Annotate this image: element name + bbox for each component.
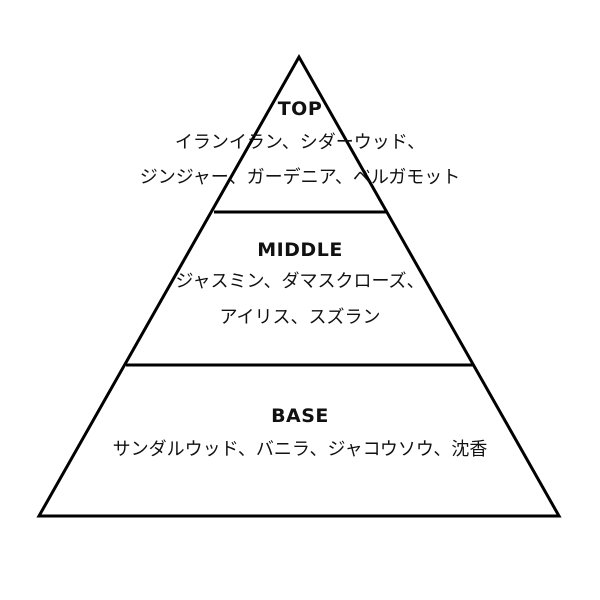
tier-top-notes-line-2: ジンジャー、ガーデニア、ベルガモット [139,167,461,188]
tier-middle-notes-line-1: ジャスミン、ダマスクローズ、 [175,271,425,292]
tier-base-title: BASE [271,405,329,427]
pyramid-outline [36,53,562,518]
tier-middle-notes-line-2: アイリス、スズラン [219,307,381,328]
tier-base-notes-line-1: サンダルウッド、バニラ、ジャコウソウ、沈香 [112,439,488,460]
tier-top-title: TOP [277,98,323,120]
tier-middle-title: MIDDLE [257,239,343,261]
tier-top-notes-line-1: イランイラン、シダーウッド、 [174,132,426,153]
